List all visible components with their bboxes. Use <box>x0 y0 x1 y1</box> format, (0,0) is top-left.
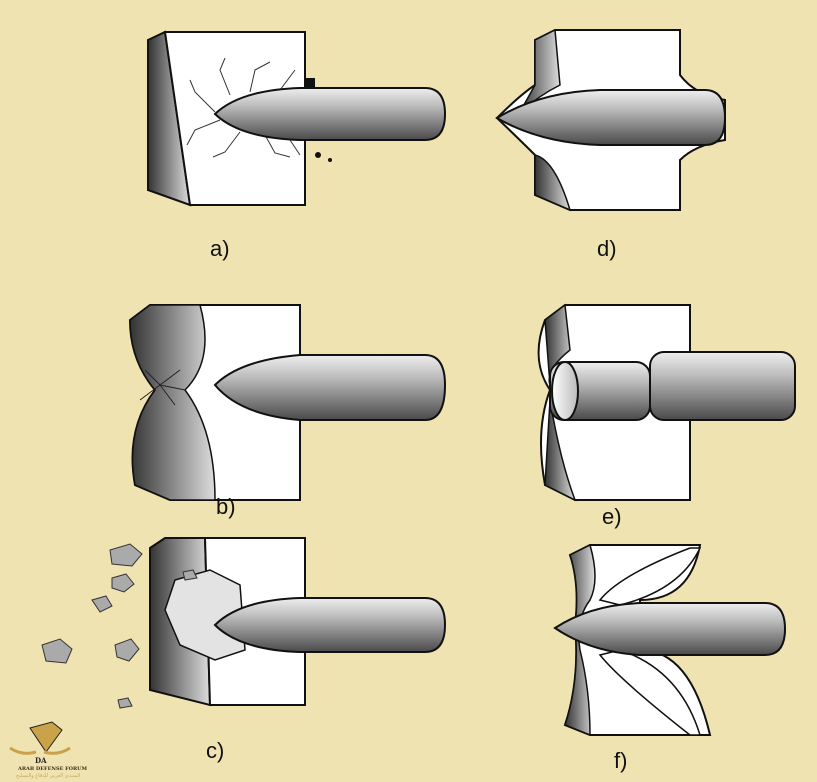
label-e: e) <box>602 504 622 529</box>
crack-lines <box>186 57 301 158</box>
label-f: f) <box>614 748 627 773</box>
svg-text:ARAB DEFENSE FORUM: ARAB DEFENSE FORUM <box>17 766 88 772</box>
svg-text:DA: DA <box>35 756 47 765</box>
watermark-logo: DA ARAB DEFENSE FORUM المنتدى العربي للد… <box>9 721 88 779</box>
debris-fragments <box>41 543 198 709</box>
panel-d-ductile-hole <box>495 28 727 212</box>
panel-f-petalling <box>553 543 787 737</box>
panel-c-fragmentation <box>41 537 447 709</box>
label-d: d) <box>597 236 617 261</box>
svg-text:المنتدى العربي للدفاع والتسليح: المنتدى العربي للدفاع والتسليح <box>16 773 80 779</box>
label-c: c) <box>206 738 224 763</box>
panel-e-plugging <box>537 303 796 502</box>
panel-b-fracture-radial-cracking <box>128 304 447 501</box>
label-a: a) <box>210 236 230 261</box>
panel-a-brittle-fracture <box>147 30 447 207</box>
label-b: b) <box>216 494 236 519</box>
